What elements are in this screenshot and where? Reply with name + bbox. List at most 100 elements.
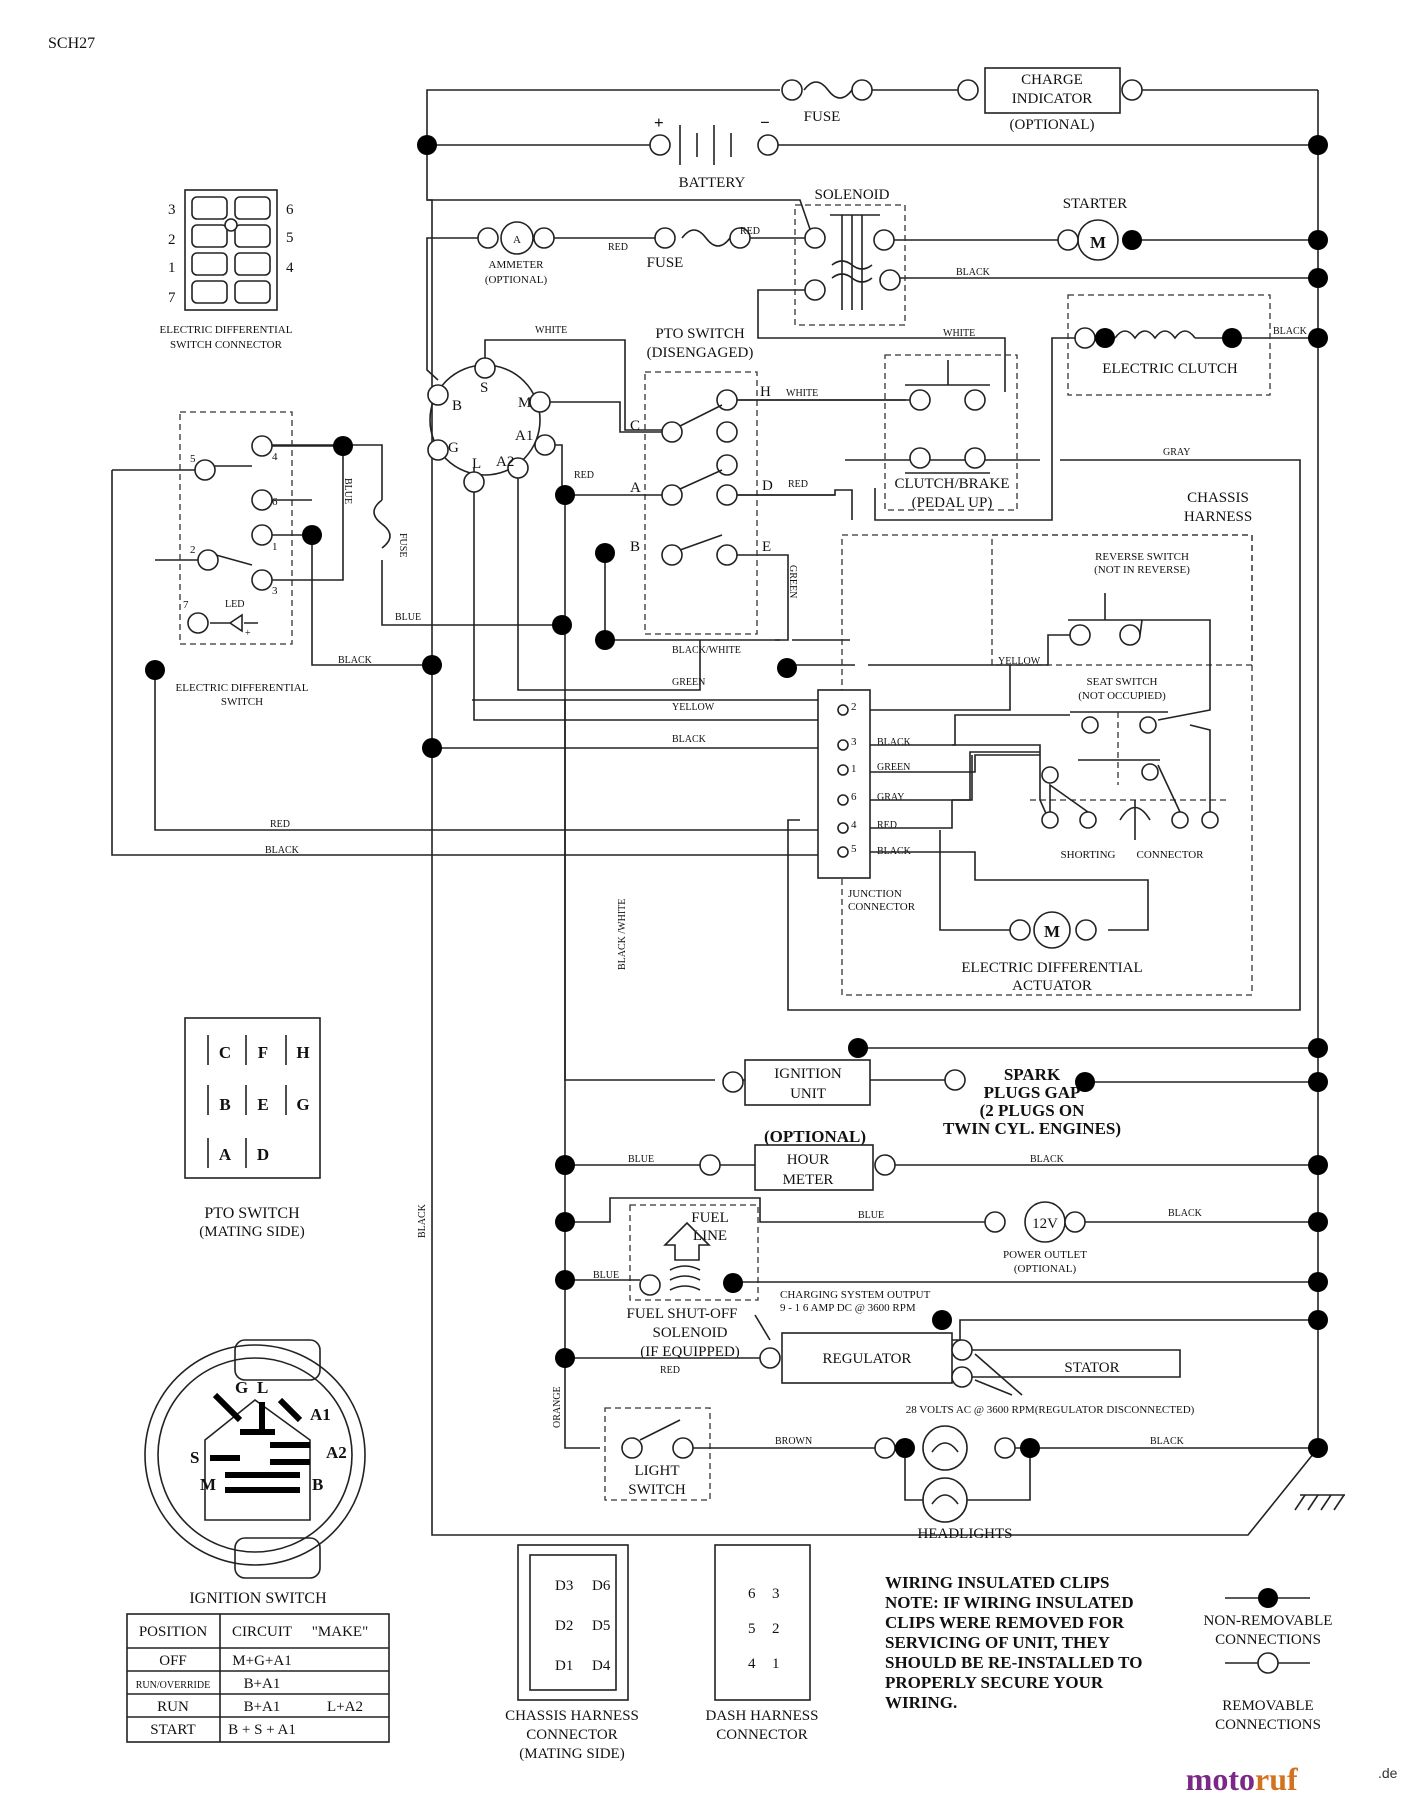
svg-text:(OPTIONAL): (OPTIONAL) [1014,1263,1077,1275]
svg-text:FUSE: FUSE [397,533,408,557]
svg-text:RUN: RUN [157,1699,189,1715]
svg-text:REMOVABLE: REMOVABLE [1222,1698,1313,1714]
svg-text:LIGHT: LIGHT [635,1463,680,1479]
ignition-switch-terminals: B S M G L A2 A1 BLUE FUSE BLUE [342,357,662,623]
svg-text:CHARGING SYSTEM OUTPUT: CHARGING SYSTEM OUTPUT [780,1289,931,1301]
svg-text:M+G+A1: M+G+A1 [232,1653,291,1669]
svg-text:SWITCH: SWITCH [628,1482,686,1498]
svg-text:ELECTRIC CLUTCH: ELECTRIC CLUTCH [1102,361,1238,377]
legend: NON-REMOVABLE CONNECTIONS REMOVABLE CONN… [1204,1588,1332,1733]
svg-text:BATTERY: BATTERY [679,175,746,191]
svg-text:BLACK: BLACK [877,737,912,748]
svg-text:LINE: LINE [693,1228,727,1244]
svg-text:CONNECTOR: CONNECTOR [1136,849,1204,861]
svg-text:CLUTCH/BRAKE: CLUTCH/BRAKE [894,476,1009,492]
svg-text:YELLOW: YELLOW [672,702,715,713]
svg-text:FUSE: FUSE [804,109,841,125]
svg-text:(OPTIONAL): (OPTIONAL) [485,274,548,286]
svg-text:D6: D6 [592,1578,611,1594]
svg-text:PTO SWITCH: PTO SWITCH [655,326,744,342]
svg-text:D1: D1 [555,1658,573,1674]
svg-text:BLUE: BLUE [342,478,353,504]
svg-text:FUEL SHUT-OFF: FUEL SHUT-OFF [627,1306,738,1322]
svg-text:BROWN: BROWN [775,1436,812,1447]
svg-text:CHASSIS: CHASSIS [1187,490,1249,506]
svg-text:BLACK: BLACK [338,655,373,666]
svg-text:WHITE: WHITE [535,325,567,336]
svg-text:ELECTRIC DIFFERENTIAL: ELECTRIC DIFFERENTIAL [961,960,1142,976]
svg-text:2: 2 [190,544,196,556]
hour-meter: (OPTIONAL) HOUR METER BLUE BLACK [565,1127,1318,1191]
svg-text:REVERSE SWITCH: REVERSE SWITCH [1095,551,1189,563]
svg-text:M: M [200,1475,216,1494]
svg-text:BLACK: BLACK [265,845,300,856]
ignition-switch-face: G L A1 A2 S M B IGNITION SWITCH [144,1339,366,1607]
svg-text:3: 3 [168,202,176,218]
svg-text:SHORTING: SHORTING [1061,849,1116,861]
svg-text:6: 6 [272,496,278,508]
ignition-table: POSITION CIRCUIT "MAKE" OFF M+G+A1 RUN/O… [126,1613,390,1743]
svg-text:BLACK: BLACK [956,267,991,278]
svg-text:G: G [235,1378,248,1397]
svg-text:POWER OUTLET: POWER OUTLET [1003,1249,1087,1261]
power-outlet: 12V POWER OUTLET (OPTIONAL) BLUE BLACK [565,1197,1318,1275]
svg-text:SEAT SWITCH: SEAT SWITCH [1087,676,1158,688]
svg-text:L: L [472,456,481,472]
svg-text:WIRING.: WIRING. [885,1693,957,1712]
ed-switch-connector: 3 2 1 7 6 5 4 ELECTRIC DIFFERENTIAL SWIT… [160,189,294,351]
svg-text:FUSE: FUSE [647,255,684,271]
svg-text:ELECTRIC DIFFERENTIAL: ELECTRIC DIFFERENTIAL [176,682,309,694]
svg-text:CHASSIS HARNESS: CHASSIS HARNESS [505,1708,639,1724]
battery-plus-label: + [654,113,664,132]
svg-text:BLUE: BLUE [395,612,421,623]
svg-text:C: C [219,1043,231,1062]
svg-text:NOTE: IF WIRING INSULATED: NOTE: IF WIRING INSULATED [885,1593,1134,1612]
svg-text:E: E [257,1095,268,1114]
svg-text:GRAY: GRAY [1163,447,1190,458]
svg-text:C: C [630,418,640,434]
main-wiring [111,81,1319,1536]
svg-text:4: 4 [286,260,294,276]
svg-text:RED: RED [788,479,808,490]
svg-text:28 VOLTS AC @ 3600 RPM(REGULAT: 28 VOLTS AC @ 3600 RPM(REGULATOR DISCONN… [906,1404,1195,1416]
svg-text:GREEN: GREEN [672,677,705,688]
svg-text:6: 6 [286,202,294,218]
svg-text:SWITCH: SWITCH [221,696,263,708]
electric-clutch: ELECTRIC CLUTCH BLACK BLACK [956,267,1308,396]
svg-text:OFF: OFF [159,1653,187,1669]
svg-text:METER: METER [783,1172,834,1188]
svg-text:2: 2 [851,701,857,713]
starter: STARTER M [1057,196,1128,261]
svg-text:+: + [245,628,251,639]
non-removable-dots [145,135,1328,1458]
svg-text:D4: D4 [592,1658,611,1674]
svg-text:UNIT: UNIT [790,1086,826,1102]
svg-text:RUN/OVERRIDE: RUN/OVERRIDE [136,1680,210,1691]
svg-text:GRAY: GRAY [877,792,904,803]
svg-text:B: B [219,1095,230,1114]
ignition-unit: IGNITION UNIT SPARK PLUGS GAP (2 PLUGS O… [722,1047,1318,1138]
svg-text:BLUE: BLUE [628,1154,654,1165]
svg-text:6: 6 [851,791,857,803]
svg-text:4: 4 [748,1656,756,1672]
svg-text:D3: D3 [555,1578,573,1594]
svg-text:(OPTIONAL): (OPTIONAL) [764,1127,866,1146]
svg-text:ELECTRIC DIFFERENTIAL: ELECTRIC DIFFERENTIAL [160,324,293,336]
svg-text:A1: A1 [515,428,533,444]
svg-text:E: E [762,539,771,555]
svg-text:4: 4 [272,451,278,463]
svg-text:BLACK: BLACK [672,734,707,745]
junction-connector: 2 3 1 6 4 5 BLACK GREEN GRAY RED BLACK J… [265,645,1149,1238]
svg-text:WHITE: WHITE [943,328,975,339]
svg-text:M: M [518,395,531,411]
svg-text:HARNESS: HARNESS [1184,509,1252,525]
svg-text:(PEDAL UP): (PEDAL UP) [912,495,993,511]
svg-text:SOLENOID: SOLENOID [815,187,890,203]
headlights: HEADLIGHTS BLACK [874,1425,1345,1542]
svg-text:3: 3 [272,585,278,597]
svg-text:PLUGS GAP: PLUGS GAP [984,1083,1081,1102]
svg-text:STARTER: STARTER [1063,196,1128,212]
svg-text:(NOT OCCUPIED): (NOT OCCUPIED) [1078,690,1166,702]
svg-text:BLACK: BLACK [1150,1436,1185,1447]
svg-text:POSITION: POSITION [139,1624,208,1640]
